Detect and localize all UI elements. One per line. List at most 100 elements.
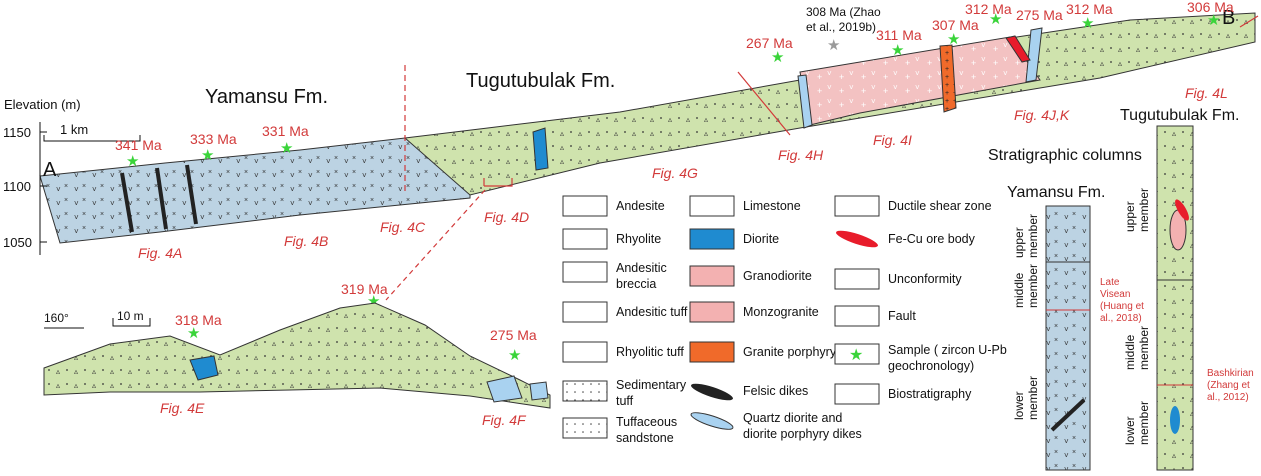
legend-monzogranite: Monzogranite xyxy=(743,305,819,319)
legend-andesitic-breccia-1: Andesitic xyxy=(616,261,667,275)
svg-text:★: ★ xyxy=(187,325,200,342)
age-312-b: 312 Ma xyxy=(1066,1,1113,17)
fe-cu-ore-body xyxy=(1005,35,1031,63)
late-visean-1: Late xyxy=(1100,277,1120,288)
legend-andesite: Andesite xyxy=(616,199,665,213)
fig-4h: Fig. 4H xyxy=(778,147,824,163)
fig-4e: Fig. 4E xyxy=(160,400,205,416)
sample-stars: ★★★ ★★★ ★★★ ★★★ ★ xyxy=(126,11,1220,364)
age-275-b: 275 Ma xyxy=(490,327,537,343)
yamansu-middle-1: middle xyxy=(1012,272,1026,308)
age-319: 319 Ma xyxy=(341,281,388,297)
axis-title: Elevation (m) xyxy=(4,97,81,112)
svg-text:★: ★ xyxy=(201,147,214,164)
fig-4b: Fig. 4B xyxy=(284,233,328,249)
yamansu-lower-2: member xyxy=(1026,376,1040,420)
yamansu-middle-2: member xyxy=(1026,264,1040,308)
bashkirian-1: Bashkirian xyxy=(1207,368,1254,379)
age-308-line2: et al., 2019b) xyxy=(806,20,876,34)
legend-limestone: Limestone xyxy=(743,199,801,213)
svg-text:★: ★ xyxy=(989,11,1002,28)
yamansu-upper-2: member xyxy=(1026,214,1040,258)
svg-text:★: ★ xyxy=(947,31,960,48)
legend-andesitic-tuff: Andesitic tuff xyxy=(616,305,688,319)
tugu-upper-2: member xyxy=(1137,188,1151,232)
tugu-lower-1: lower xyxy=(1123,416,1137,445)
bashkirian-2: (Zhang et xyxy=(1207,380,1250,391)
tick-1050: 1050 xyxy=(3,235,32,250)
age-333: 333 Ma xyxy=(190,131,237,147)
granite-porphyry-body xyxy=(939,44,957,113)
legend-fault: Fault xyxy=(888,309,916,323)
point-b: B xyxy=(1222,7,1235,29)
point-a: A xyxy=(43,159,57,181)
legend-tuffaceous-sandstone-1: Tuffaceous xyxy=(616,415,677,429)
legend-col1: Andesite Rhyolite Andesitic breccia Ande… xyxy=(562,195,688,445)
yamansu-label: Yamansu Fm. xyxy=(205,86,328,108)
tugu-upper-1: upper xyxy=(1123,201,1137,232)
tick-1150: 1150 xyxy=(3,125,31,140)
bashkirian-3: al., 2012) xyxy=(1207,392,1249,403)
legend-felsic-dikes: Felsic dikes xyxy=(743,384,808,398)
legend-diorite: Diorite xyxy=(743,232,779,246)
yamansu-lower-1: lower xyxy=(1012,391,1026,420)
age-341: 341 Ma xyxy=(115,137,162,153)
tick-1100: 1100 xyxy=(3,179,31,194)
legend-fe-cu-ore: Fe-Cu ore body xyxy=(888,232,976,246)
qd-dike-jk xyxy=(1025,27,1043,83)
age-275-a: 275 Ma xyxy=(1016,7,1063,23)
fig4d-bracket xyxy=(483,178,513,187)
tugu-middle-2: member xyxy=(1137,326,1151,370)
legend-biostratigraphy: Biostratigraphy xyxy=(888,387,972,401)
legend-sample-1: Sample ( zircon U-Pb xyxy=(888,343,1007,357)
stratigraphic-columns: Stratigraphic columns Yamansu Fm. Tugutu… xyxy=(988,107,1254,471)
fig-4i: Fig. 4I xyxy=(873,132,912,148)
columns-title: Stratigraphic columns xyxy=(988,147,1142,164)
svg-text:★: ★ xyxy=(849,347,863,364)
late-visean-3: (Huang et xyxy=(1100,301,1144,312)
svg-text:★: ★ xyxy=(891,42,904,59)
tugutubulak-column-title: Tugutubulak Fm. xyxy=(1120,107,1239,124)
scale-bar-m: 10 m xyxy=(117,309,144,323)
sample-ages: 341 Ma 333 Ma 331 Ma 267 Ma 308 Ma (Zhao… xyxy=(115,0,1234,343)
svg-text:★: ★ xyxy=(771,49,784,66)
fig4d-zoom-arrow xyxy=(385,189,486,301)
legend-sample-2: geochronology) xyxy=(888,359,974,373)
age-331: 331 Ma xyxy=(262,123,309,139)
svg-text:★: ★ xyxy=(280,140,293,157)
legend-qd-dikes-2: diorite porphyry dikes xyxy=(743,427,862,441)
late-visean-2: Visean xyxy=(1100,289,1130,300)
scale-bar-km: 1 km xyxy=(60,122,88,137)
legend-sedimentary-tuff-2: tuff xyxy=(616,394,634,408)
fig-4f: Fig. 4F xyxy=(482,412,527,428)
age-311: 311 Ma xyxy=(876,27,922,43)
main-cross-section xyxy=(39,12,1259,301)
legend-granodiorite: Granodiorite xyxy=(743,269,812,283)
yamansu-column xyxy=(1045,205,1091,471)
fig-4l: Fig. 4L xyxy=(1185,85,1228,101)
detail-section: 160° 10 m xyxy=(43,302,551,409)
svg-text:★: ★ xyxy=(508,347,521,364)
age-318: 318 Ma xyxy=(175,312,222,328)
fig-4jk: Fig. 4J,K xyxy=(1014,107,1070,123)
felsic-dikes xyxy=(120,164,198,233)
legend-rhyolitic-tuff: Rhyolitic tuff xyxy=(616,345,684,359)
tugu-middle-1: middle xyxy=(1123,334,1137,370)
legend-qd-dikes-1: Quartz diorite and xyxy=(743,411,842,425)
yamansu-column-title: Yamansu Fm. xyxy=(1007,184,1105,201)
age-312-a: 312 Ma xyxy=(965,1,1012,17)
yamansu-upper-1: upper xyxy=(1012,227,1026,258)
svg-text:★: ★ xyxy=(1207,12,1220,29)
legend-col3: ★ Ductile shear zone Fe-Cu ore body Unco… xyxy=(834,195,1007,405)
legend-rhyolite: Rhyolite xyxy=(616,232,661,246)
svg-text:★: ★ xyxy=(827,37,840,54)
orientation-label: 160° xyxy=(44,311,69,325)
svg-text:★: ★ xyxy=(1081,15,1094,32)
legend-ductile-shear-zone: Ductile shear zone xyxy=(888,199,992,213)
legend-col2: Limestone Diorite Granodiorite Monzogran… xyxy=(689,195,862,441)
legend-unconformity: Unconformity xyxy=(888,272,962,286)
legend-tuffaceous-sandstone-2: sandstone xyxy=(616,431,674,445)
tugutubulak-label: Tugutubulak Fm. xyxy=(466,70,615,92)
diorite-body-g xyxy=(532,127,549,171)
